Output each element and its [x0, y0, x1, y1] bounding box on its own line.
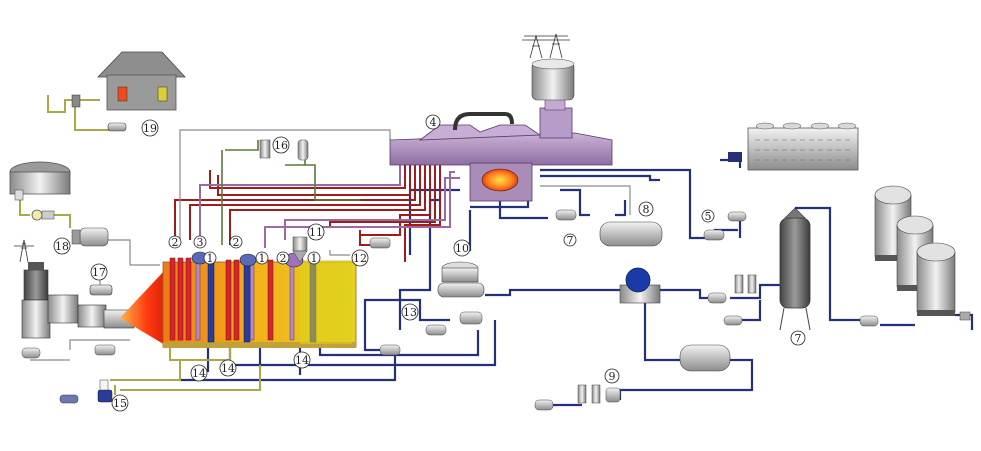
power-tower-icon	[14, 33, 570, 263]
gas-meter-icon	[71, 94, 81, 108]
grey-pipes	[30, 129, 631, 361]
callout-7a: 7	[563, 233, 577, 247]
compressor-unit	[71, 227, 109, 247]
callout-2b: 2	[229, 235, 243, 249]
svg-text:14: 14	[192, 367, 206, 380]
filter-units	[259, 139, 757, 404]
callout-7b: 7	[790, 330, 806, 346]
fan-icon	[89, 284, 113, 296]
callout-12: 12	[351, 249, 369, 267]
callout-labels: 1 1 1 2 2 2 3 4 5 7 7 8 9 10 11 12 13 14…	[53, 114, 806, 412]
svg-text:11: 11	[309, 226, 323, 239]
svg-text:12: 12	[353, 252, 367, 265]
deaerator-tank	[437, 261, 485, 298]
callout-16: 16	[272, 136, 290, 154]
separator-cyclone	[292, 236, 308, 263]
svg-text:2: 2	[172, 236, 179, 249]
gas-pipes	[199, 165, 460, 248]
svg-text:7: 7	[567, 234, 574, 247]
waste-heat-boiler	[162, 257, 357, 348]
storage-silos	[874, 185, 956, 316]
pump-icon	[31, 209, 55, 221]
svg-text:17: 17	[92, 266, 106, 279]
callout-9: 9	[604, 368, 620, 384]
hopper-silo	[531, 58, 575, 101]
svg-text:18: 18	[55, 240, 69, 253]
svg-text:2: 2	[233, 236, 240, 249]
svg-text:1: 1	[259, 252, 266, 265]
callout-19: 19	[141, 119, 159, 137]
callout-11: 11	[307, 223, 325, 241]
svg-text:4: 4	[430, 116, 437, 129]
svg-text:10: 10	[455, 242, 469, 255]
svg-text:14: 14	[221, 362, 235, 375]
callout-14c: 14	[293, 351, 311, 369]
svg-text:19: 19	[143, 122, 157, 135]
water-tank-sphere	[619, 267, 661, 304]
callout-17: 17	[90, 263, 108, 281]
callout-18: 18	[53, 237, 71, 255]
svg-text:1: 1	[311, 252, 318, 265]
svg-text:13: 13	[403, 306, 417, 319]
svg-text:3: 3	[197, 236, 204, 249]
house-building	[97, 51, 186, 111]
svg-text:5: 5	[705, 210, 712, 223]
svg-text:7: 7	[795, 332, 802, 345]
svg-text:9: 9	[609, 370, 616, 383]
svg-text:1: 1	[207, 252, 214, 265]
condensate-tank	[599, 221, 663, 247]
cooling-tower	[728, 122, 859, 171]
combustion-flame	[120, 270, 165, 345]
callout-14b: 14	[219, 359, 237, 377]
fuel-pipes	[221, 140, 360, 245]
burner-appliance-icon	[107, 122, 127, 132]
callout-15: 15	[111, 394, 129, 412]
air-pipes	[19, 95, 261, 395]
svg-text:14: 14	[295, 354, 309, 367]
pumps-center	[369, 209, 971, 411]
gas-holder-tank	[9, 161, 71, 201]
callout-13: 13	[401, 303, 419, 321]
svg-text:8: 8	[643, 203, 650, 216]
svg-text:16: 16	[274, 139, 288, 152]
callout-4: 4	[425, 114, 441, 130]
callout-8: 8	[638, 201, 654, 217]
small-pumps	[21, 344, 116, 404]
storage-tank	[679, 344, 731, 372]
svg-text:2: 2	[280, 252, 287, 265]
callout-2c: 2	[276, 251, 290, 265]
callout-14a: 14	[190, 364, 208, 382]
absorption-column	[779, 207, 811, 331]
fire-chamber	[469, 162, 533, 202]
callout-2a: 2	[168, 235, 182, 249]
callout-1a: 1	[203, 251, 217, 265]
generator-set	[21, 262, 135, 339]
kiln-furnace	[389, 95, 613, 166]
callout-10: 10	[453, 239, 471, 257]
callout-5: 5	[701, 209, 715, 223]
callout-3: 3	[193, 235, 207, 249]
callout-1b: 1	[255, 251, 269, 265]
callout-1c: 1	[307, 251, 321, 265]
svg-text:15: 15	[113, 397, 127, 410]
